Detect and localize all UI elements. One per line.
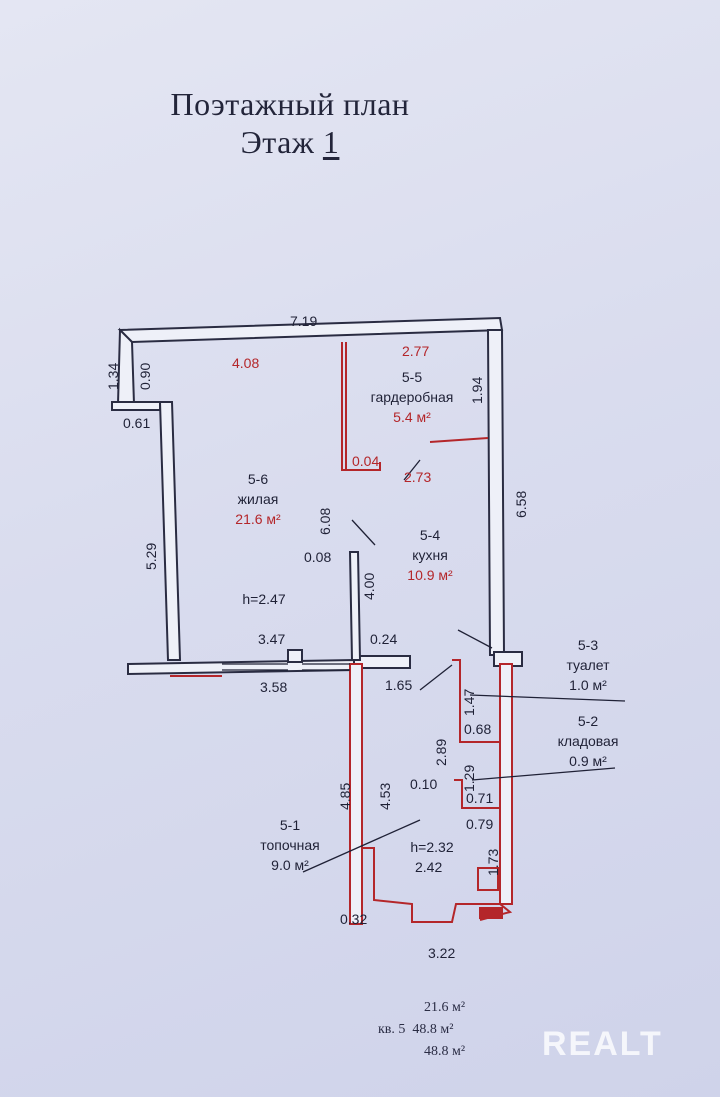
wardrobe-partition	[341, 342, 347, 471]
room-54-name: кухня	[412, 547, 448, 563]
dim-partition-gap: 0.08	[304, 549, 331, 565]
boiler-wall-left	[349, 663, 363, 925]
wardrobe-bottom	[346, 462, 381, 471]
summary-apt-label: кв. 5	[378, 1022, 406, 1037]
floor-number: 1	[322, 124, 340, 160]
right-corner	[493, 651, 523, 667]
room-51-area: 9.0 м²	[271, 857, 309, 873]
dimension-labels: 7.19 1.34 0.90 0.61 5.29 6.08 1.94 6.58 …	[105, 313, 529, 961]
red-partitions	[170, 342, 513, 925]
room-56-height: h=2.47	[242, 591, 285, 607]
boiler-wall-right	[499, 663, 513, 905]
pointer-toilet	[469, 694, 626, 702]
room-55-id: 5-5	[402, 369, 422, 385]
dim-left-height: 5.29	[143, 543, 159, 570]
room-51-id: 5-1	[280, 817, 300, 833]
room-53-area: 1.0 м²	[569, 677, 607, 693]
dim-door: 1.65	[385, 677, 412, 693]
realt-watermark: REALT	[542, 1025, 663, 1063]
left-jog-wall	[111, 401, 161, 411]
dim-toilet-width: 0.68	[464, 721, 491, 737]
room-56-id: 5-6	[248, 471, 268, 487]
room-54-area: 10.9 м²	[407, 567, 453, 583]
boiler-outline	[362, 847, 513, 923]
door-swing-3	[457, 629, 493, 649]
summary-living: 21.6 м²	[424, 1000, 466, 1015]
pillar	[287, 649, 303, 663]
dim-right-height: 6.58	[513, 491, 529, 518]
room-53-id: 5-3	[578, 637, 598, 653]
room-56-name: жилая	[238, 491, 279, 507]
dim-toilet-height: 1.47	[461, 689, 477, 716]
dim-left-top-1: 1.34	[105, 363, 121, 390]
dim-room6-top: 4.08	[232, 355, 259, 371]
dim-storage-offset: 0.10	[410, 776, 437, 792]
left-wall	[158, 401, 182, 661]
room-53-name: туалет	[566, 657, 610, 673]
outer-walls	[111, 316, 523, 676]
dim-storage-height: 1.29	[461, 765, 477, 792]
dim-room5-right: 1.94	[469, 377, 485, 404]
room-55-area: 5.4 м²	[393, 409, 431, 425]
right-wall	[486, 329, 506, 656]
storage-box	[454, 779, 500, 809]
summary-apartment: кв. 5 48.8 м²	[378, 1022, 453, 1038]
bottom-wall-left	[127, 658, 355, 676]
room-54-id: 5-4	[420, 527, 440, 543]
room-56-area: 21.6 м²	[235, 511, 281, 527]
dim-top-width: 7.19	[290, 313, 317, 329]
door-swing-2	[403, 459, 421, 481]
summary-total: 48.8 м²	[412, 1022, 454, 1037]
room-55-name: гардеробная	[371, 389, 454, 405]
plan-title: Поэтажный план	[170, 86, 410, 122]
dim-boiler-left-1: 4.85	[337, 783, 353, 810]
floor-label: Этаж	[240, 124, 323, 160]
pointer-lines	[222, 459, 626, 873]
dim-boiler-bottom-left: 0.32	[340, 911, 367, 927]
dim-storage-top: 2.89	[433, 739, 449, 766]
room-51-name: топочная	[260, 837, 320, 853]
pointer-storage	[471, 767, 616, 781]
dim-boiler-left-2: 4.53	[377, 783, 393, 810]
dim-room5-bottom: 2.73	[404, 469, 431, 485]
room-52-name: кладовая	[558, 733, 619, 749]
dim-boiler-right: 1.73	[485, 849, 501, 876]
room-52-area: 0.9 м²	[569, 753, 607, 769]
dim-bottom-outer: 3.58	[260, 679, 287, 695]
stove-unit	[479, 907, 503, 919]
dim-storage-bottom: 0.79	[466, 816, 493, 832]
room-52-id: 5-2	[578, 713, 598, 729]
pointer-boiler	[302, 819, 421, 873]
wardrobe-lower-wall	[429, 437, 489, 443]
floor-title: Этаж 1	[0, 124, 580, 161]
boiler-unit	[477, 867, 499, 891]
dim-storage-width: 0.71	[466, 790, 493, 806]
room-51-height: h=2.32	[410, 839, 453, 855]
dim-kitchen-partition: 4.00	[361, 573, 377, 600]
dim-boiler-bottom: 3.22	[428, 945, 455, 961]
door-swing-4	[419, 664, 453, 691]
dim-bottom-inner: 3.47	[258, 631, 285, 647]
summary-total-2: 48.8 м²	[424, 1044, 466, 1059]
dim-partition-height: 6.08	[317, 508, 333, 535]
room-labels: 5-5 гардеробная 5.4 м² 5-6 жилая 21.6 м²…	[235, 369, 618, 873]
dim-room5-partition: 0.04	[352, 453, 379, 469]
toilet-box	[452, 659, 500, 743]
door-swing-1	[351, 519, 376, 546]
dim-room5-top: 2.77	[402, 343, 429, 359]
dim-left-top-2: 0.90	[137, 363, 153, 390]
dim-small-gap: 0.24	[370, 631, 397, 647]
red-dimension-labels: 4.08 2.77 0.04 2.73	[232, 343, 431, 485]
dim-boiler-width: 2.42	[415, 859, 442, 875]
interior-partition	[348, 551, 362, 661]
dim-left-jog: 0.61	[123, 415, 150, 431]
